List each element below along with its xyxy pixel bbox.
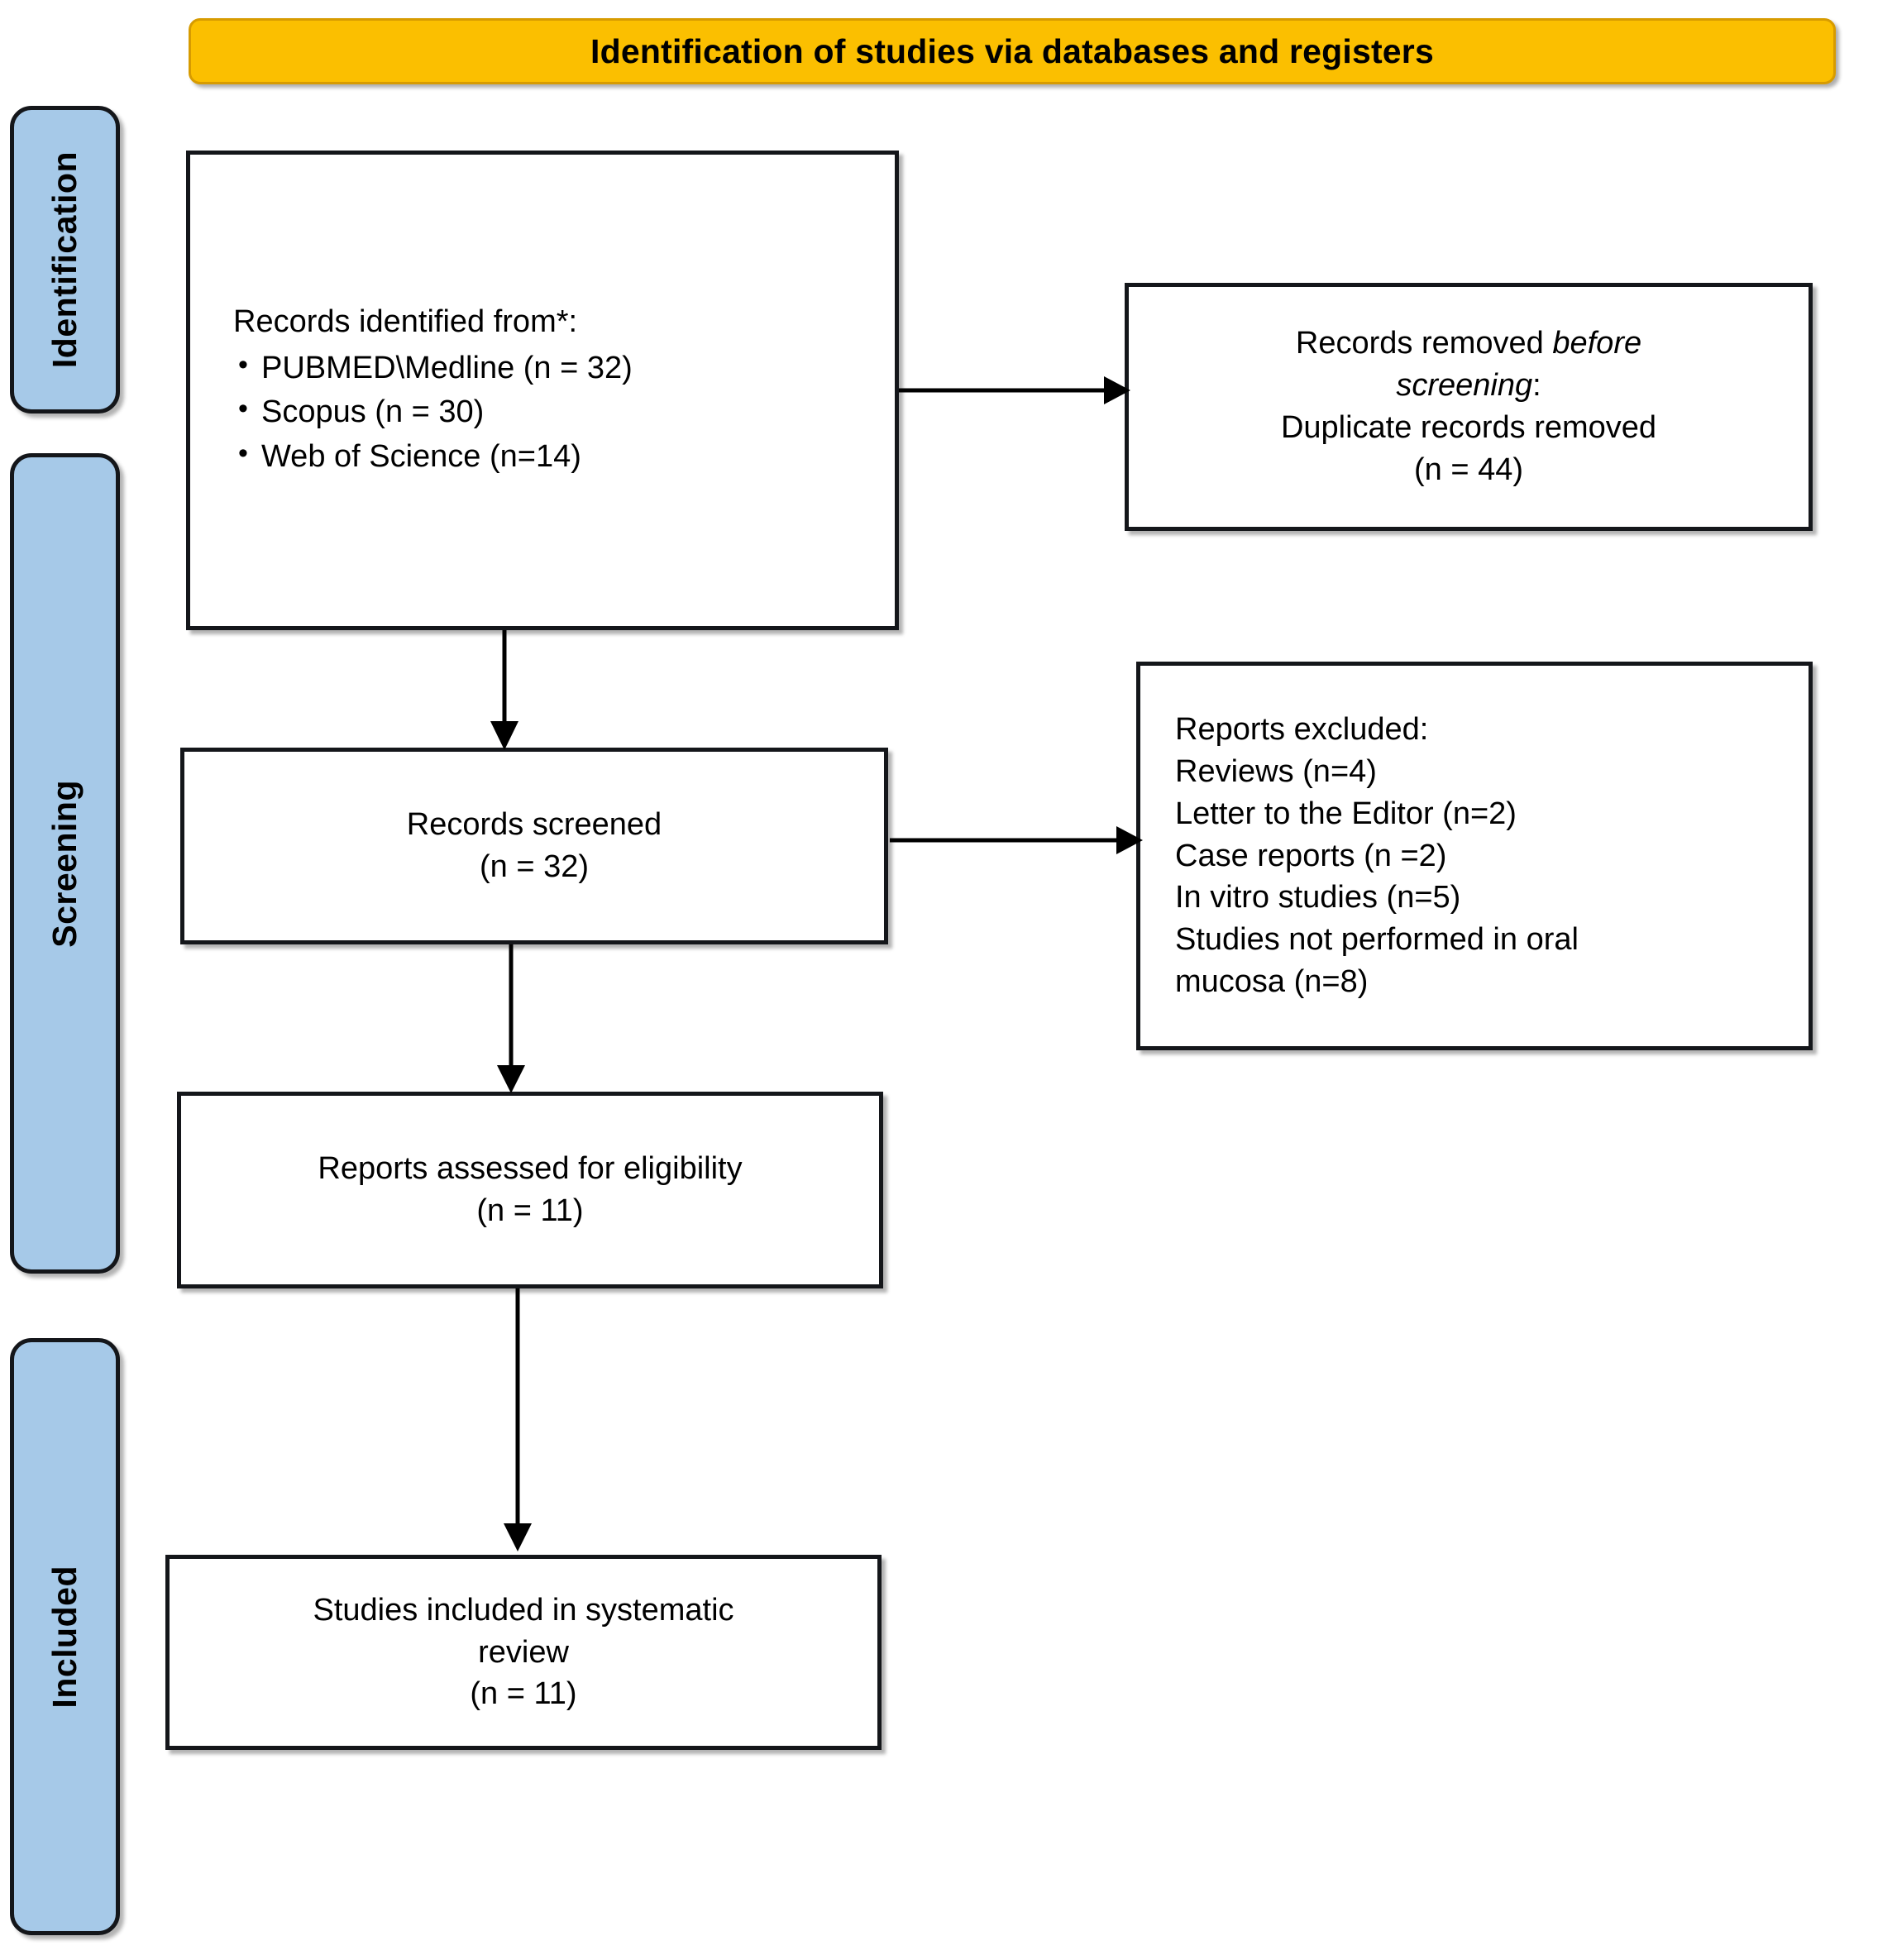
phase-header-banner: Identification of studies via databases …: [189, 18, 1836, 84]
records-removed-colon: :: [1532, 368, 1541, 404]
phase-header-title: Identification of studies via databases …: [590, 31, 1434, 70]
reports-excluded-reason: Case reports (n =2): [1175, 838, 1447, 873]
arrow-assessed-to-included-icon: [501, 1288, 534, 1551]
records-screened-label: Records screened: [406, 807, 662, 843]
stage-label-screening: Screening: [45, 779, 84, 948]
records-removed-italic-before: before: [1552, 326, 1642, 361]
arrow-screened-to-assessed-icon: [495, 944, 528, 1093]
records-removed-line-1: Records removed before: [1152, 323, 1785, 365]
reports-assessed-count: (n = 11): [476, 1193, 584, 1228]
list-item: Scopus (n = 30): [233, 389, 895, 435]
records-removed-count: (n = 44): [1413, 452, 1524, 487]
list-item: PUBMED\Medline (n = 32): [233, 345, 895, 391]
reports-assessed-label: Reports assessed for eligibility: [318, 1151, 743, 1187]
reports-excluded-heading: Reports excluded:: [1175, 711, 1429, 747]
box-studies-included: Studies included in systematic review (n…: [165, 1555, 882, 1750]
records-identified-heading: Records identified from*:: [233, 304, 578, 339]
arrow-identified-to-removed-icon: [899, 374, 1130, 407]
list-item: Web of Science (n=14): [233, 433, 895, 480]
box-reports-assessed-for-eligibility: Reports assessed for eligibility (n = 11…: [177, 1092, 883, 1288]
records-removed-italic-screening: screening: [1396, 368, 1533, 404]
studies-included-label-line-1: Studies included in systematic: [313, 1592, 734, 1628]
reports-excluded-reason: Studies not performed in oral: [1175, 922, 1579, 958]
records-removed-prefix: Records removed: [1295, 326, 1553, 361]
stage-bar-identification: Identification: [10, 106, 120, 414]
reports-excluded-reason: mucosa (n=8): [1175, 964, 1369, 1000]
stage-label-included: Included: [45, 1565, 84, 1709]
studies-included-label-line-2: review: [478, 1634, 569, 1670]
records-removed-line-3: Duplicate records removed: [1280, 410, 1657, 445]
box-reports-excluded: Reports excluded: Reviews (n=4) Letter t…: [1136, 662, 1813, 1050]
box-records-removed-before-screening: Records removed before screening: Duplic…: [1125, 283, 1813, 531]
box-records-identified: Records identified from*: PUBMED\Medline…: [186, 151, 899, 630]
records-identified-source-list: PUBMED\Medline (n = 32) Scopus (n = 30) …: [233, 345, 895, 480]
reports-excluded-reason: In vitro studies (n=5): [1175, 880, 1461, 915]
reports-excluded-reason: Letter to the Editor (n=2): [1175, 796, 1517, 831]
stage-bar-screening: Screening: [10, 453, 120, 1274]
arrow-screened-to-excluded-icon: [890, 824, 1143, 857]
stage-bar-included: Included: [10, 1338, 120, 1935]
records-removed-line-2: screening:: [1152, 365, 1785, 407]
stage-label-identification: Identification: [45, 151, 84, 369]
arrow-identified-to-screened-icon: [488, 630, 521, 750]
box-records-screened: Records screened (n = 32): [180, 748, 888, 944]
records-screened-count: (n = 32): [479, 849, 590, 884]
reports-excluded-reason: Reviews (n=4): [1175, 753, 1377, 789]
studies-included-count: (n = 11): [470, 1676, 577, 1712]
